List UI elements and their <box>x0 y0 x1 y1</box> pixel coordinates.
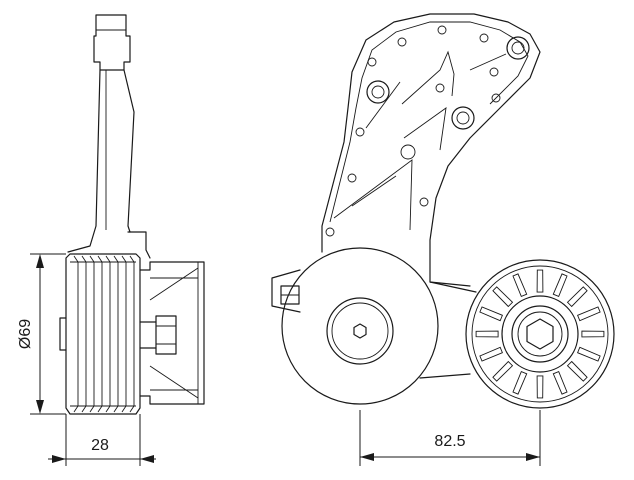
grooved-pulley <box>65 253 141 415</box>
side-view <box>59 14 205 415</box>
idler-spoke <box>552 371 568 395</box>
idler-spoke <box>512 273 528 297</box>
idler-spoke <box>552 273 568 297</box>
width-label: 28 <box>91 437 109 454</box>
tensioner-tab <box>271 269 301 313</box>
idler-spokes <box>475 269 605 399</box>
idler-spoke <box>577 346 601 362</box>
idler-spoke <box>479 306 503 322</box>
front-view <box>271 13 615 409</box>
idler-spoke <box>581 330 605 338</box>
idler-pulley <box>465 259 615 409</box>
idler-spoke <box>479 346 503 362</box>
idler-spoke <box>566 360 588 382</box>
tensioner-disc <box>281 247 439 405</box>
width-dimension: 28 <box>48 414 156 466</box>
idler-spoke <box>536 269 544 293</box>
center-distance-label: 82.5 <box>434 433 465 450</box>
idler-spoke <box>512 371 528 395</box>
diameter-dimension: Ø69 <box>17 253 66 415</box>
diameter-label: Ø69 <box>17 319 34 349</box>
idler-spoke <box>566 286 588 308</box>
idler-spoke <box>475 330 499 338</box>
bracket-holes <box>325 25 530 237</box>
idler-spoke <box>492 286 514 308</box>
idler-spoke <box>577 306 601 322</box>
idler-spoke <box>536 375 544 399</box>
center-distance-dimension: 82.5 <box>359 410 541 466</box>
idler-spoke <box>492 360 514 382</box>
